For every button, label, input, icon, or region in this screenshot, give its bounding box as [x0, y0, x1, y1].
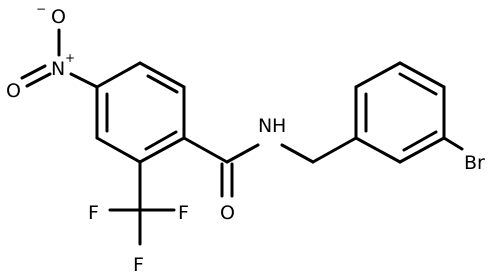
- ring-bond: [354, 136, 402, 164]
- n-ch2-bond: [280, 143, 315, 164]
- nitro-oxygen-charge: −: [36, 2, 46, 16]
- ring-inner-double-bond: [144, 130, 178, 151]
- amide-hydrogen-label: H: [272, 115, 286, 137]
- ring-bond: [138, 61, 186, 89]
- ring-bond: [95, 136, 142, 164]
- fluorine-right-label: F: [178, 202, 189, 224]
- ring-bond: [398, 136, 446, 164]
- ring-bond: [398, 61, 446, 89]
- ring-inner-double-bond: [402, 130, 438, 152]
- nitro-nitrogen-charge: +: [65, 51, 75, 65]
- ring-to-nitro-bond: [69, 72, 99, 89]
- fluorine-left-label: F: [88, 202, 99, 224]
- c-n-bond: [225, 143, 260, 164]
- bromine-label: Br: [464, 152, 485, 174]
- c-br-bond: [442, 136, 464, 151]
- nitro-oxygen-bottom-label: O: [6, 80, 21, 102]
- nitro-nitrogen-label: N: [51, 58, 65, 80]
- fluorine-bottom-label: F: [133, 254, 144, 276]
- ring-bond: [95, 61, 142, 89]
- amide-nitrogen-label: N: [258, 115, 272, 137]
- carbonyl-oxygen-label: O: [220, 202, 235, 224]
- amide-group: O N H: [182, 115, 286, 224]
- ring-inner-double-bond: [398, 72, 438, 96]
- trifluoromethyl-group: F F F: [88, 160, 189, 276]
- ring-bond: [354, 61, 402, 89]
- nitrophenyl-ring: [95, 61, 186, 164]
- ch2-ring-bond: [311, 136, 358, 164]
- ring-to-carbonyl-bond: [182, 136, 229, 164]
- n-o-double-bond: [20, 64, 47, 80]
- ring-inner-double-bond: [146, 74, 179, 94]
- ring-bond: [138, 136, 186, 164]
- nitro-group: N + O − O: [6, 2, 99, 102]
- nitro-oxygen-top-label: O: [51, 6, 66, 28]
- bromophenyl-ring: [354, 61, 446, 164]
- n-o-double-bond: [25, 72, 52, 88]
